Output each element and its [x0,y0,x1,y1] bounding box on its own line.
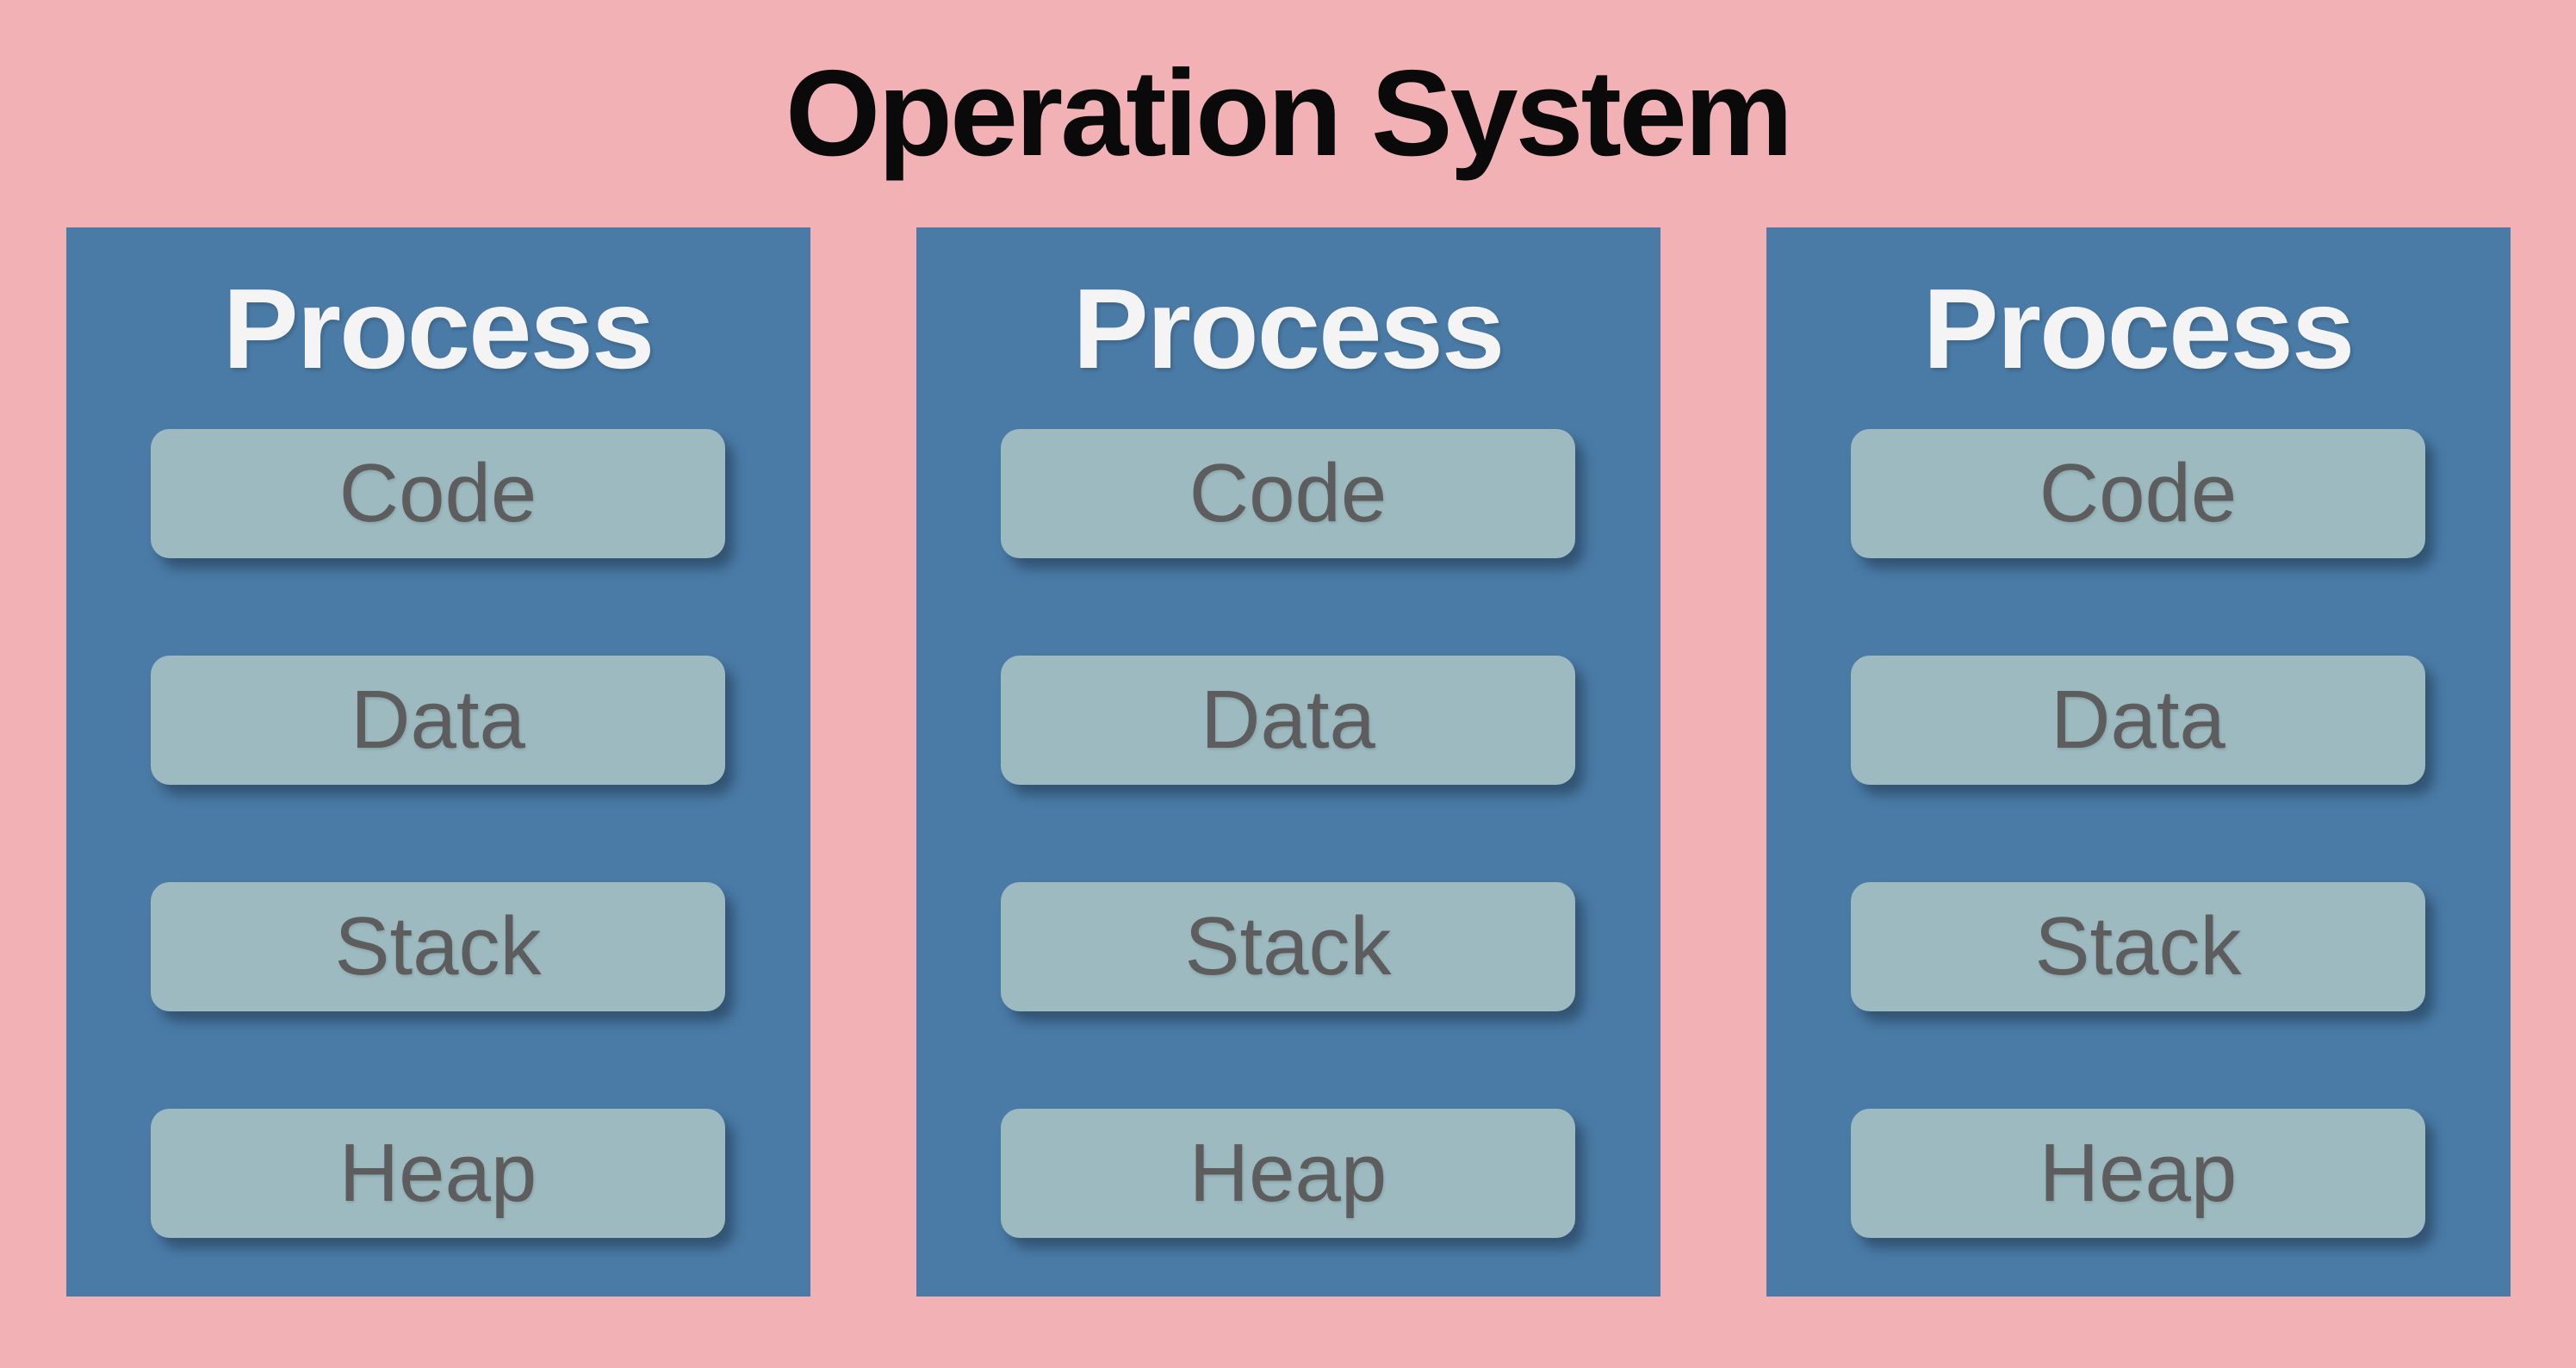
segment-stack: Stack [151,882,725,1011]
segment-label: Heap [1189,1127,1387,1219]
diagram-title: Operation System [785,45,1793,182]
segment-code: Code [1851,429,2425,558]
segment-data: Data [1851,656,2425,785]
segment-label: Stack [334,900,542,992]
segment-label: Code [1189,447,1387,539]
segment-label: Data [2051,674,2225,766]
process-title: Process [1922,264,2356,392]
segment-stack: Stack [1851,882,2425,1011]
segment-label: Data [1201,674,1375,766]
segment-label: Stack [1184,900,1392,992]
segment-list: Code Data Stack Heap [916,429,1660,1238]
segment-heap: Heap [151,1109,725,1238]
process-row: Process Code Data Stack Heap Process [0,227,2576,1296]
segment-stack: Stack [1001,882,1575,1011]
process-card-1: Process Code Data Stack Heap [65,227,810,1296]
process-card-2: Process Code Data Stack Heap [916,227,1660,1296]
segment-code: Code [1001,429,1575,558]
process-title: Process [222,264,655,392]
segment-label: Heap [338,1127,537,1219]
segment-data: Data [151,656,725,785]
segment-heap: Heap [1851,1109,2425,1238]
segment-label: Heap [2039,1127,2238,1219]
segment-label: Code [2039,447,2238,539]
process-title: Process [1072,264,1505,392]
segment-list: Code Data Stack Heap [1766,429,2511,1238]
segment-label: Code [338,447,537,539]
segment-label: Stack [2034,900,2242,992]
segment-list: Code Data Stack Heap [66,429,810,1238]
segment-heap: Heap [1001,1109,1575,1238]
segment-code: Code [151,429,725,558]
segment-label: Data [351,674,525,766]
process-card-3: Process Code Data Stack Heap [1766,227,2511,1296]
segment-data: Data [1001,656,1575,785]
